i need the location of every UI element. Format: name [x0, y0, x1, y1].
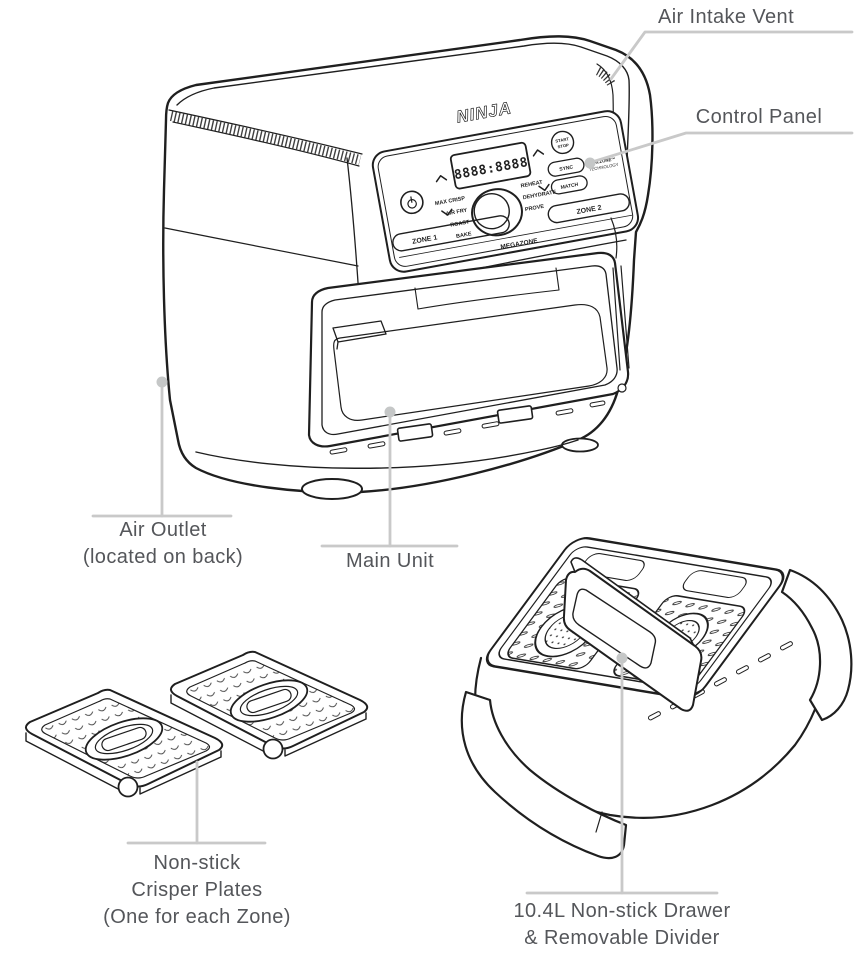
zone-bar-line: [399, 214, 633, 258]
callout-leaders: [91, 30, 854, 895]
label-crisper-plates-line1: Non-stick: [153, 852, 241, 874]
zone1-indicator: [392, 215, 510, 252]
crisper-plate-back: [170, 650, 369, 760]
divider-handle-recess: [572, 588, 657, 669]
power-icon-line: [410, 196, 413, 203]
left-front-edge: [346, 157, 360, 298]
cavity-opening: [307, 251, 630, 448]
label-crisper-plates-line2: Crisper Plates: [131, 879, 263, 901]
front-vent-strip-bottom: [172, 121, 360, 167]
label-crisper-plates-line3: (One for each Zone): [103, 906, 291, 928]
leader-dot-control-panel: [584, 157, 596, 169]
right-foot: [561, 437, 599, 453]
crisper-plates-drawing: [25, 650, 369, 798]
dial-modes-left: MAX CRISP AIR FRY ROAST BAKE: [434, 196, 473, 240]
label-air-outlet: Air Outlet (located on back): [43, 517, 283, 571]
plate-foot: [262, 738, 284, 760]
front-vent-strip-hatch: [169, 111, 362, 165]
drawer-handle: [460, 690, 628, 860]
label-main-unit: Main Unit: [270, 548, 510, 575]
drawer-drawing: [460, 537, 853, 860]
power-button: [400, 190, 424, 215]
control-panel-inner-outline: [377, 115, 634, 267]
main-unit-drawing: NINJA 8888:8888 MAX CRISP AIR FRY: [162, 35, 654, 500]
zone1-label: ZONE 1: [412, 234, 438, 245]
mode-max-crisp: MAX CRISP: [434, 196, 465, 207]
label-air-outlet-line1: Air Outlet: [119, 519, 207, 541]
leader-dot-main-unit: [384, 406, 396, 418]
dualzone-label-line2: TECHNOLOGY: [588, 162, 619, 172]
zone2-label: ZONE 2: [576, 205, 602, 216]
cavity-floor: [333, 303, 608, 421]
chevron-down-right-icon: [538, 183, 550, 192]
dial-knob-face: [473, 192, 510, 230]
plate-handle-slot: [246, 688, 292, 714]
label-air-outlet-line2: (located on back): [82, 546, 244, 568]
label-air-intake-vent: Air Intake Vent: [606, 4, 846, 31]
base-seam: [195, 439, 579, 469]
front-foot: [301, 478, 363, 500]
leader-dot-drawer: [616, 652, 628, 664]
zone2-indicator: [547, 193, 630, 224]
label-drawer-line1: 10.4L Non-stick Drawer: [513, 900, 731, 922]
rail-clips: [396, 383, 627, 442]
chevron-up-left-icon: [435, 175, 448, 183]
label-drawer-line2: & Removable Divider: [524, 927, 720, 949]
label-control-panel: Control Panel: [639, 104, 856, 131]
start-stop-button: [550, 130, 575, 155]
rail-slots: [329, 400, 606, 455]
drawer-divider: [562, 557, 703, 712]
mode-roast: ROAST: [450, 219, 471, 228]
chevron-up-right-icon: [532, 149, 545, 157]
label-crisper-plates: Non-stick Crisper Plates (One for each Z…: [77, 850, 317, 931]
control-panel-drawing: 8888:8888 MAX CRISP AIR FRY ROAST BAKE R…: [371, 110, 640, 273]
sync-button: [547, 157, 585, 177]
chevron-down-left-icon: [441, 208, 453, 216]
sync-label: SYNC: [559, 164, 574, 172]
start-stop-label-stop: STOP: [557, 142, 569, 149]
front-vent-strip-top: [168, 109, 363, 155]
match-button: [550, 175, 588, 195]
drawer-handle-seam: [595, 811, 603, 833]
plate-handle-slot: [101, 726, 147, 752]
leader-air-intake-vent: [609, 30, 854, 81]
start-stop-label-start: START: [555, 136, 570, 143]
mode-bake: BAKE: [456, 231, 473, 240]
drawer-right-guard: [780, 568, 853, 722]
leader-dot-air-outlet: [156, 376, 168, 388]
crisper-plate-front: [25, 688, 224, 798]
cavity-back-wall: [414, 267, 560, 310]
dualzone-label-line1: DUALZONE™: [587, 156, 616, 166]
plate-handle-ring-inner: [239, 685, 299, 717]
label-main-unit-text: Main Unit: [345, 550, 435, 572]
mode-prove: PROVE: [525, 204, 545, 213]
plate-handle-ring-inner: [94, 723, 154, 755]
leader-control-panel: [590, 131, 854, 164]
display: [449, 141, 532, 190]
label-drawer: 10.4L Non-stick Drawer & Removable Divid…: [482, 898, 762, 952]
cavity-left-shelf: [332, 320, 387, 350]
plate-foot: [117, 776, 139, 798]
drawer-rim-inner: [498, 546, 772, 690]
drawer-back-wall-emboss-right: [682, 570, 747, 599]
mode-air-fry: AIR FRY: [445, 208, 468, 218]
cavity-right-frame: [610, 217, 630, 371]
label-air-intake-vent-text: Air Intake Vent: [657, 6, 795, 28]
left-face-seam: [164, 227, 359, 267]
label-control-panel-text: Control Panel: [695, 106, 823, 128]
mode-reheat: REHEAT: [520, 180, 544, 190]
match-label: MATCH: [560, 182, 579, 191]
cavity-inner-lip: [321, 265, 618, 436]
